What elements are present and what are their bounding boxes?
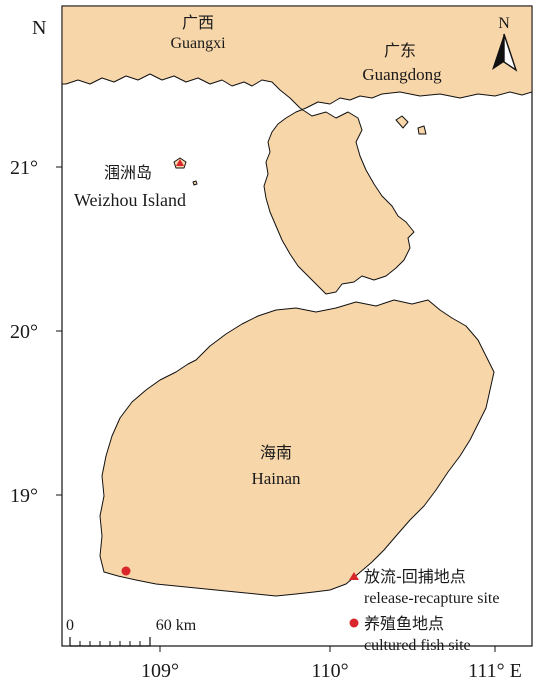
- hainan-island: [99, 299, 495, 597]
- lon-label-111: 111° E: [468, 660, 522, 682]
- cultured-fish-marker: [121, 566, 131, 576]
- legend-cultured-cn: 养殖鱼地点: [364, 614, 444, 633]
- lat-label-20: 20°: [10, 321, 38, 343]
- scale-bar-start: 0: [66, 617, 74, 634]
- label-guangxi-cn: 广西: [182, 13, 214, 32]
- north-arrow-icon: N: [492, 15, 518, 72]
- release-recapture-marker: [176, 159, 184, 166]
- lat-label-21: 21°: [10, 157, 38, 179]
- lat-label-19: 19°: [10, 485, 38, 507]
- label-guangdong-en: Guangdong: [362, 65, 442, 84]
- scale-bar: 0 60 km: [66, 617, 197, 647]
- legend-release-cn: 放流-回捕地点: [364, 567, 466, 586]
- label-hainan-en: Hainan: [251, 469, 301, 488]
- legend: 放流-回捕地点 release-recapture site 养殖鱼地点 cul…: [349, 567, 499, 654]
- mainland-coast: [62, 6, 532, 295]
- lon-label-109: 109°: [141, 660, 179, 682]
- legend-cultured-en: cultured fish site: [364, 637, 471, 654]
- lon-label-110: 110°: [311, 660, 348, 682]
- scale-bar-end: 60 km: [156, 617, 197, 634]
- islet: [395, 115, 409, 129]
- lat-label-n: N: [32, 17, 46, 39]
- label-hainan-cn: 海南: [260, 443, 292, 462]
- circle-marker-icon: [349, 618, 359, 628]
- label-weizhou-en: Weizhou Island: [74, 190, 186, 210]
- label-guangxi-en: Guangxi: [170, 35, 226, 52]
- triangle-marker-icon: [349, 572, 359, 580]
- north-arrow-label: N: [498, 15, 510, 32]
- label-weizhou-cn: 涠洲岛: [104, 163, 152, 182]
- label-guangdong-cn: 广东: [384, 41, 416, 60]
- islet: [417, 125, 427, 135]
- islet: [192, 180, 198, 186]
- legend-release-en: release-recapture site: [364, 590, 499, 607]
